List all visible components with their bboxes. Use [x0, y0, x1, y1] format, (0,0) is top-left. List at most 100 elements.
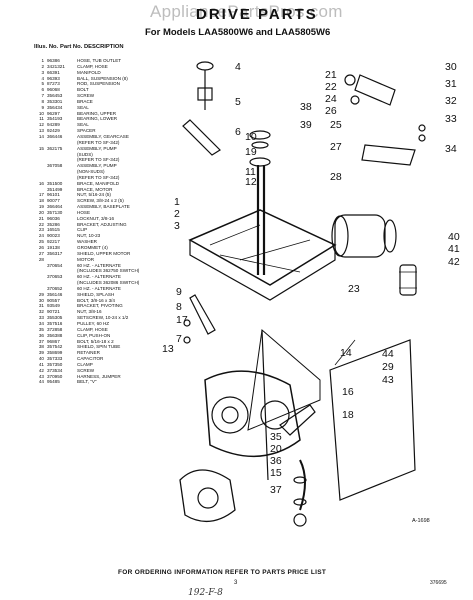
illus-number: 28	[38, 256, 44, 262]
part-number: 90077	[47, 198, 60, 204]
part-number: 370653	[47, 274, 63, 280]
part-number: 372858	[47, 326, 63, 332]
illus-number: 8	[41, 98, 44, 104]
part-description: NUT, 10-23	[77, 233, 101, 239]
callout-number: 6	[235, 126, 241, 138]
parts-row: (SUDS)	[34, 152, 190, 158]
part-number: 94289	[47, 122, 60, 128]
illus-number: 29	[38, 291, 44, 297]
callout-number: 32	[445, 95, 457, 107]
part-number: 354193	[47, 116, 63, 122]
part-number: 356388	[47, 332, 63, 338]
motor	[334, 214, 386, 258]
gearcase	[204, 370, 301, 458]
part-number: 356453	[47, 93, 63, 99]
brace-part	[189, 294, 216, 335]
part-description: 60 HZ. - ALTERNATE	[77, 262, 121, 268]
callout-number: 22	[325, 81, 337, 93]
part-number: 357516	[47, 320, 63, 326]
illus-number: 19	[38, 204, 44, 210]
illus-number: 23	[38, 227, 44, 233]
part-number: 356317	[47, 250, 63, 256]
illus-number: 2	[41, 63, 44, 69]
part-description: SCREW	[77, 367, 95, 373]
illus-number: 32	[38, 309, 44, 315]
part-description: HOSE, TUB OUTLET	[77, 58, 122, 63]
part-description: MANIFOLD	[77, 69, 101, 75]
part-description: CLAMP, HOSE	[77, 63, 108, 69]
illus-number: 6	[41, 87, 44, 93]
parts-row: (INCLUDES 362750 SWITCH)	[34, 268, 190, 274]
part-number: 96036	[47, 215, 60, 221]
part-description: BEARING, UPPER	[77, 110, 117, 116]
parts-row: (REFER TO SF-342)	[34, 157, 190, 163]
part-number: 351500	[47, 180, 63, 186]
illus-number: 38	[38, 344, 44, 350]
part-description: ASSEMBLY, GEARCASE	[77, 133, 129, 139]
splash-shield	[329, 339, 416, 501]
part-description: CLIP, PUSH-ON	[77, 332, 111, 338]
callout-number: 9	[176, 286, 182, 298]
handwritten-note: 192-F-8	[188, 588, 223, 598]
illus-number: 16	[38, 180, 44, 186]
part-description: ASSEMBLY, PUMP	[77, 163, 117, 169]
part-description: SHIELD, SPIN TUBE	[77, 344, 121, 350]
callout-number: 21	[325, 69, 337, 81]
part-number: 87273	[47, 81, 60, 87]
parts-row: 370654 60 HZ. - ALTERNATE	[34, 263, 190, 269]
part-description: GROMMET (4)	[77, 245, 108, 250]
part-description: NUT, 3/8-16	[77, 309, 102, 315]
part-description: BOLT, 5/16-18 x 2	[77, 338, 114, 344]
callout-number: 8	[176, 301, 182, 313]
part-description: LOCKNUT, 3/8-16	[77, 215, 115, 221]
part-number: 370654	[47, 262, 63, 268]
illus-number: 39	[38, 350, 44, 356]
callout-number: 37	[270, 484, 282, 496]
illus-number: 21	[38, 215, 44, 221]
part-number: 357333	[47, 356, 63, 362]
part-description: (REFER TO SF-342)	[77, 139, 120, 145]
part-description: ROD, SUSPENSION	[77, 81, 120, 87]
callout-number: 18	[342, 409, 354, 421]
callout-number: 40	[448, 231, 460, 243]
part-number: 367058	[47, 163, 63, 169]
part-number: 373534	[47, 367, 63, 373]
illus-number: 24	[38, 233, 44, 239]
part-description: BEARING, LOWER	[77, 116, 118, 122]
part-number: 19138	[47, 245, 60, 250]
pump	[179, 469, 236, 522]
page-title: DRIVE PARTS	[196, 6, 318, 23]
callout-number: 16	[342, 386, 354, 398]
part-number: 357542	[47, 344, 63, 350]
callout-number: 25	[330, 119, 342, 131]
parts-row: 367058 ASSEMBLY, PUMP	[34, 163, 190, 169]
callout-number: 19	[245, 146, 257, 158]
illus-number: 1	[41, 58, 44, 63]
callout-number: 38	[300, 101, 312, 113]
illus-number: 20	[38, 209, 44, 215]
part-description: HOSE	[77, 209, 91, 215]
illus-number: 33	[38, 315, 44, 321]
callout-number: 5	[235, 96, 241, 108]
watermark: AppliancePartsPros.com	[150, 2, 343, 21]
part-number: 92217	[47, 239, 60, 245]
part-description: BOLT	[77, 87, 89, 93]
part-description: NUT, 5/16-24 (5)	[77, 192, 111, 198]
